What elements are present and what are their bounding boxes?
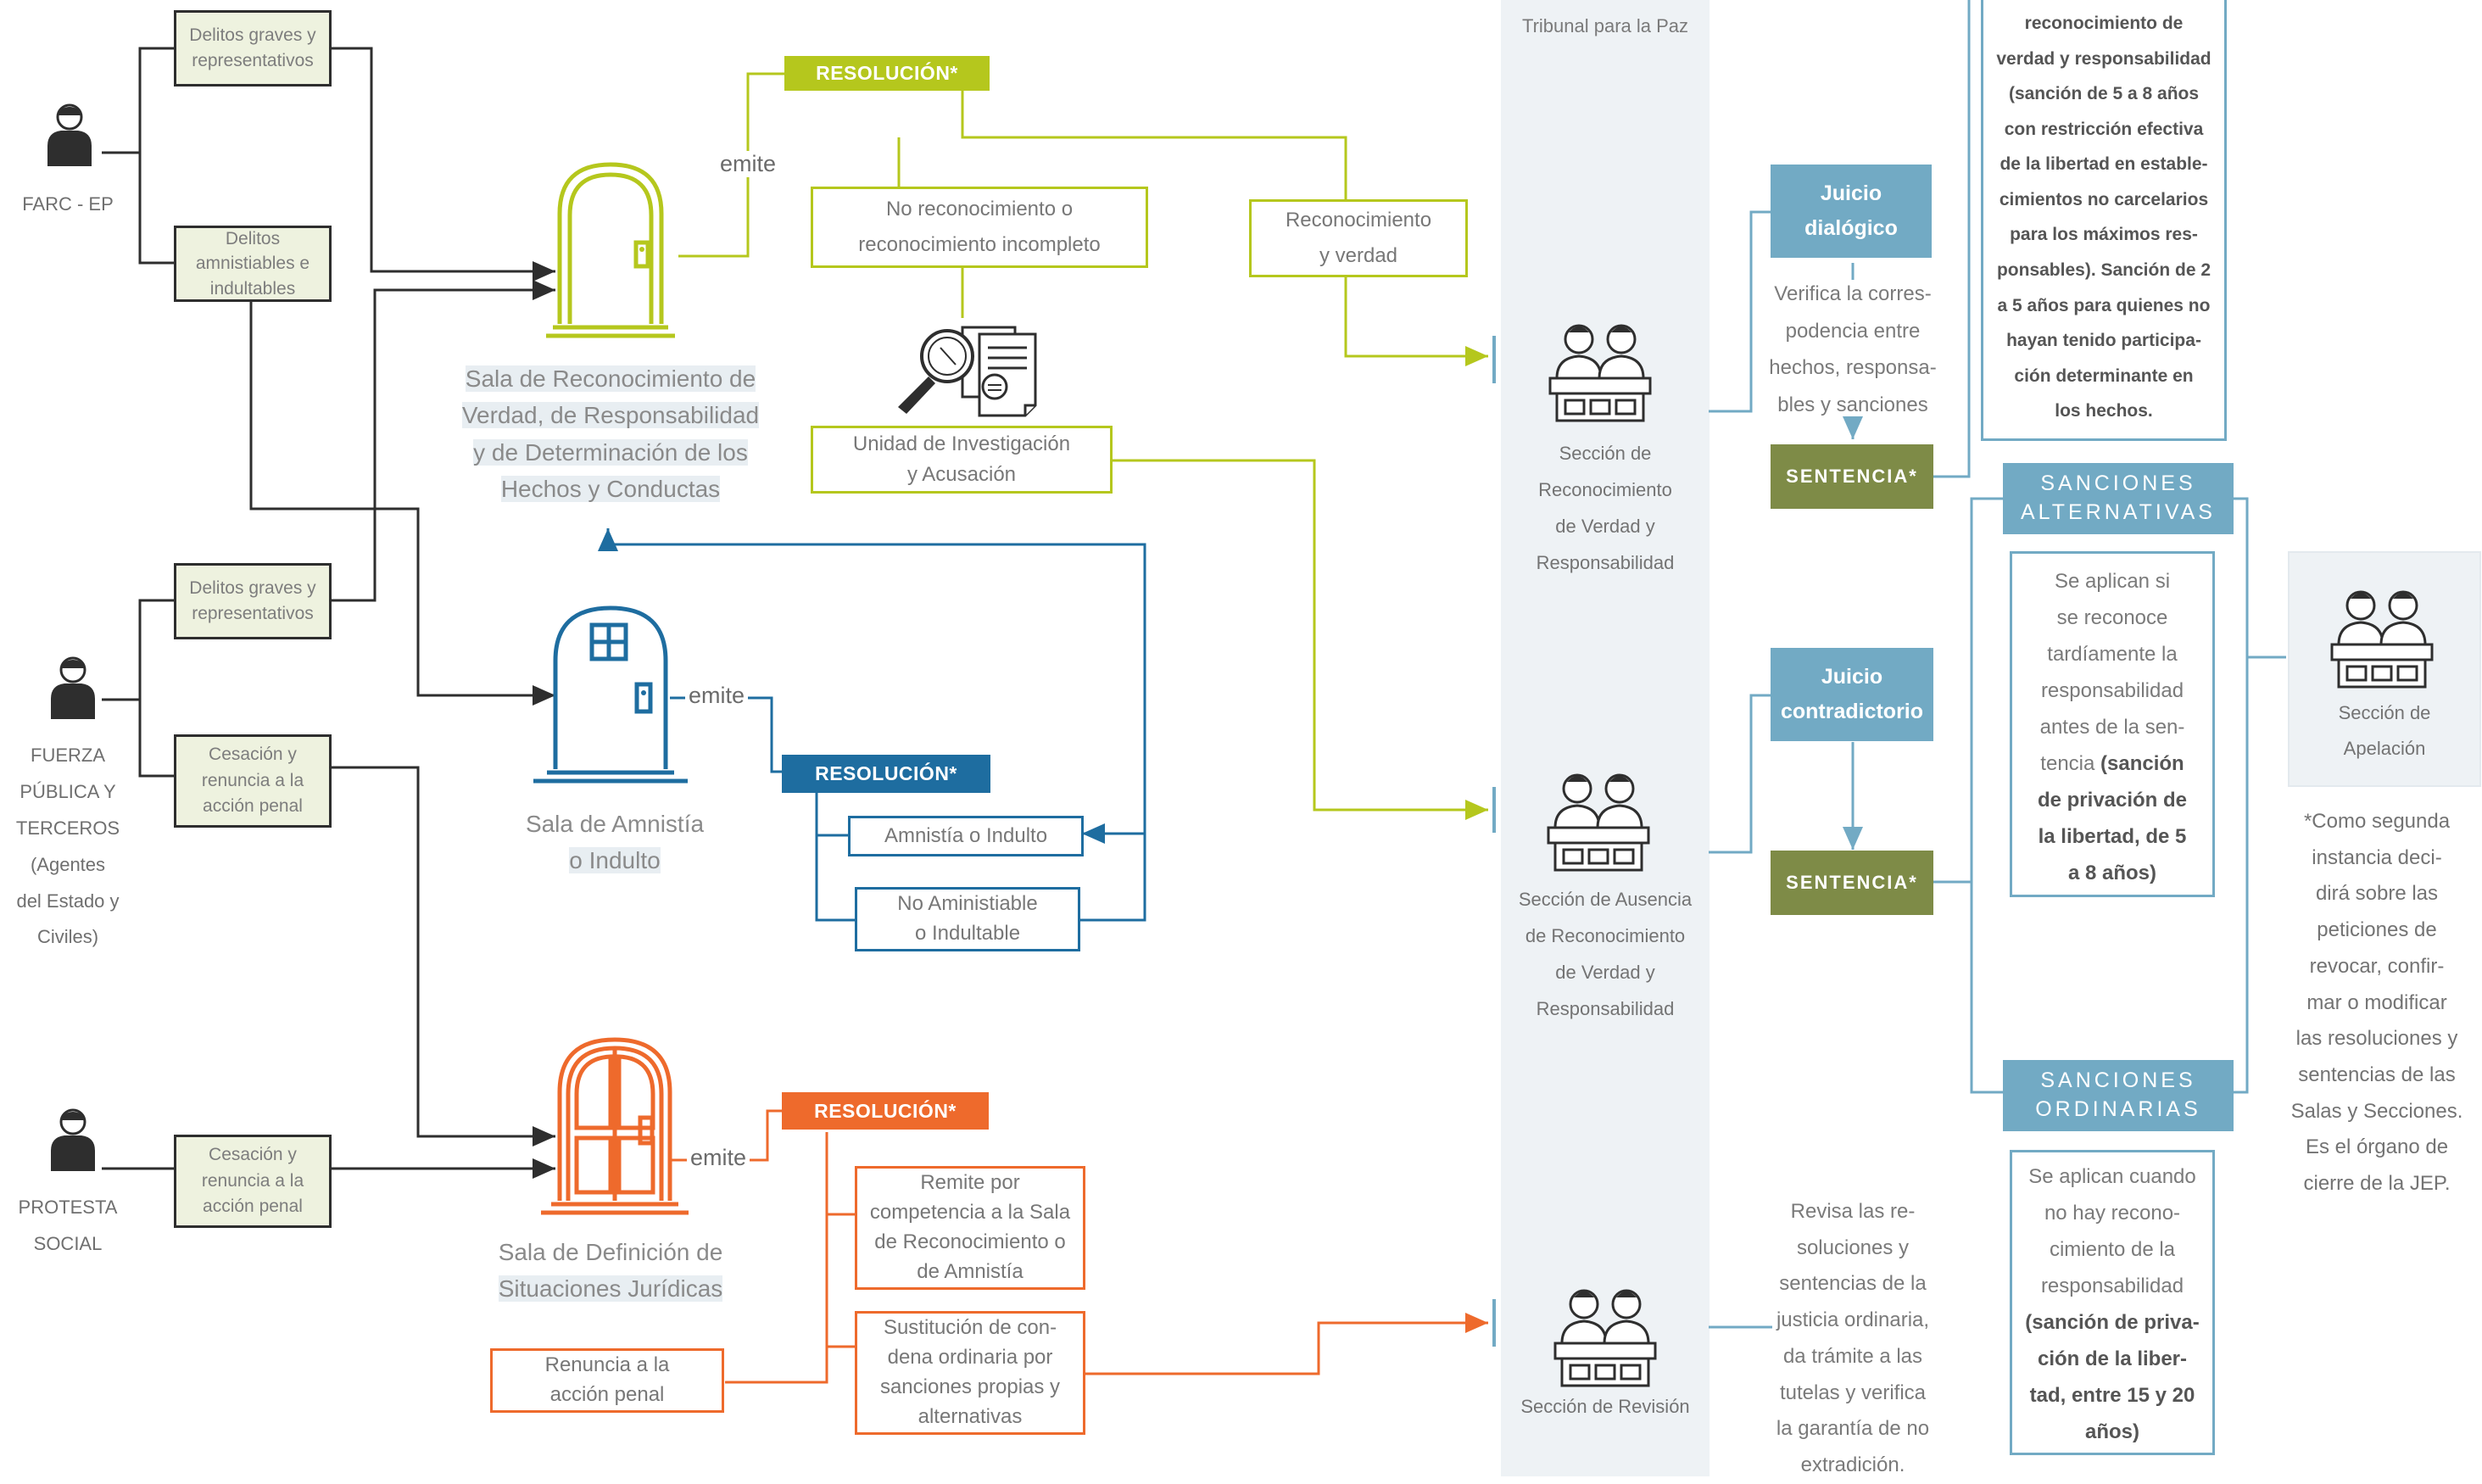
juicio-contradictorio-box: Juicio contradictorio (1771, 648, 1933, 741)
judges-bench-icon (1548, 324, 1652, 422)
revisa-text: Revisa las re- soluciones y sentencias d… (1776, 1200, 1930, 1477)
crime-box-farc-amnistiables: Delitos amnistiables e indultables (174, 226, 332, 302)
sanciones-ordinarias-title: SANCIONES ORDINARIAS (2003, 1060, 2234, 1131)
arched-door-icon (546, 162, 675, 338)
sentencia-badge: SENTENCIA* (1771, 851, 1933, 915)
sala-reconocimiento-label: Sala de Reconocimiento de Verdad, de Res… (461, 365, 760, 503)
seccion-revision-label: Sección de Revisión (1520, 1396, 1690, 1417)
seccion-apelacion-label: Sección de Apelación (2338, 702, 2431, 759)
tribunal-title: Tribunal para la Paz (1521, 15, 1689, 36)
emite-label: emite (685, 683, 749, 709)
sentencia-badge: SENTENCIA* (1771, 444, 1933, 509)
sustitucion-box: Sustitución de con- dena ordinaria por s… (855, 1311, 1085, 1435)
judges-bench-icon (2330, 590, 2434, 689)
amnistia-indulto-box: Amnistía o Indulto (848, 816, 1084, 856)
crime-box-protesta-cesacion: Cesación y renuncia a la acción penal (174, 1135, 332, 1228)
resolucion-badge-green: RESOLUCIÓN* (784, 56, 990, 91)
seccion-ausencia-label: Sección de Ausencia de Reconocimiento de… (1518, 889, 1693, 1019)
actor-protesta: PROTESTA SOCIAL (18, 1197, 118, 1254)
actor-farc: FARC - EP (22, 193, 114, 215)
sanciones-propias-box: reconocimiento de verdad y responsabilid… (1981, 0, 2227, 441)
sanciones-alternativas-box: Se aplican si se reconoce tardíamente la… (2010, 551, 2215, 897)
no-amnistiable-box: No Aministiable o Indultable (855, 887, 1080, 951)
crime-box-fuerza-cesacion: Cesación y renuncia a la acción penal (174, 734, 332, 828)
reconocimiento-verdad-box: Reconocimiento y verdad (1249, 199, 1468, 277)
tribunal-panel (1501, 0, 1710, 1476)
emite-label: emite (687, 1145, 750, 1171)
apelacion-note: *Como segunda instancia deci- dirá sobre… (2290, 810, 2463, 1196)
sanciones-ordinarias-box: Se aplican cuando no hay recono- cimient… (2010, 1150, 2215, 1455)
sala-definicion-label: Sala de Definición de Situaciones Jurídi… (498, 1239, 723, 1303)
seccion-reconocimiento-label: Sección de Reconocimiento de Verdad y Re… (1536, 443, 1675, 573)
verifica-text: Verifica la corres- podencia entre hecho… (1769, 282, 1937, 417)
emite-label: emite (717, 151, 780, 177)
crime-box-fuerza-graves: Delitos graves y representativos (174, 563, 332, 639)
crime-box-farc-graves: Delitos graves y representativos (174, 10, 332, 86)
person-icon (51, 656, 95, 719)
door-icon (533, 605, 688, 784)
resolucion-badge-orange: RESOLUCIÓN* (782, 1092, 989, 1130)
sala-amnistia-label: Sala de Amnistía o Indulto (525, 811, 705, 874)
person-icon (51, 1108, 95, 1171)
actor-fuerza: FUERZA PÚBLICA Y TERCEROS (Agentes del E… (15, 745, 120, 948)
judges-bench-icon (1553, 1289, 1657, 1387)
sanciones-alternativas-title: SANCIONES ALTERNATIVAS (2003, 463, 2234, 534)
resolucion-badge-blue: RESOLUCIÓN* (782, 755, 990, 793)
remite-box: Remite por competencia a la Sala de Reco… (855, 1166, 1085, 1290)
unidad-investigacion-box: Unidad de Investigación y Acusación (811, 426, 1113, 494)
judges-bench-icon (1547, 773, 1650, 872)
juicio-dialogico-box: Juicio dialógico (1771, 165, 1932, 258)
investigation-document-icon (898, 326, 1037, 417)
double-door-icon (541, 1037, 689, 1215)
renuncia-box: Renuncia a la acción penal (490, 1348, 724, 1413)
no-reconocimiento-box: No reconocimiento o reconocimiento incom… (811, 187, 1148, 268)
person-icon (47, 103, 92, 166)
